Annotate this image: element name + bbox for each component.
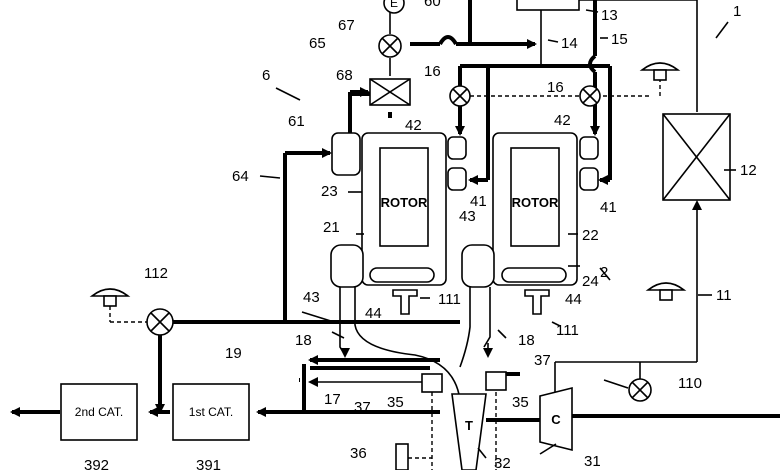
ref-37-left: 37 xyxy=(354,399,371,416)
ref-22: 22 xyxy=(582,227,599,244)
valve-112 xyxy=(146,308,174,336)
ref-11: 11 xyxy=(716,287,732,304)
ref-111-left: 111 xyxy=(438,291,461,308)
ref-37-right: 37 xyxy=(534,352,551,369)
ref-41-left: 41 xyxy=(470,193,487,210)
ref-60: 60 xyxy=(424,0,441,10)
pump-e-label: E xyxy=(390,0,398,10)
ref-41-right: 41 xyxy=(600,199,617,216)
ref-1: 1 xyxy=(733,3,741,20)
reference-numerals: 1 2 6 11 12 13 14 15 16 16 17 18 18 19 2… xyxy=(84,0,757,470)
ref-16-right: 16 xyxy=(547,79,564,96)
ref-35-right: 35 xyxy=(512,394,529,411)
ref-65: 65 xyxy=(309,35,326,52)
ref-42-right: 42 xyxy=(554,112,571,129)
ref-68: 68 xyxy=(336,67,353,84)
ref-61: 61 xyxy=(288,113,305,130)
ref-23: 23 xyxy=(321,183,338,200)
ref-43-left: 43 xyxy=(303,289,320,306)
injector-41-left xyxy=(447,167,467,191)
ref-18-left: 18 xyxy=(295,332,312,349)
ref-44-right: 44 xyxy=(565,291,582,308)
rotor-left-label: ROTOR xyxy=(381,195,428,210)
turbine xyxy=(451,393,487,470)
ref-67: 67 xyxy=(338,17,355,34)
ref-16-left: 16 xyxy=(424,63,441,80)
first-catalyst xyxy=(172,383,250,441)
fuel-tank-13 xyxy=(516,0,580,11)
exhaust-port-right xyxy=(461,244,495,288)
injector-42-left xyxy=(447,136,467,160)
ref-21: 21 xyxy=(323,219,340,236)
actuator-36 xyxy=(395,443,432,470)
ref-18-right: 18 xyxy=(518,332,535,349)
ref-36: 36 xyxy=(350,445,367,462)
first-catalyst-label: 1st CAT. xyxy=(189,405,233,419)
ref-391: 391 xyxy=(196,457,221,470)
rotor-right-label: ROTOR xyxy=(512,195,559,210)
second-catalyst xyxy=(60,383,138,441)
rotor-housing-right: ROTOR xyxy=(492,132,578,286)
ref-42-left: 42 xyxy=(405,117,422,134)
ref-112: 112 xyxy=(144,265,168,282)
ref-17: 17 xyxy=(324,391,341,408)
intercooler xyxy=(662,113,731,201)
ref-43-right: 43 xyxy=(459,208,476,225)
second-catalyst-label: 2nd CAT. xyxy=(75,405,123,419)
compressor-label: C xyxy=(551,412,561,427)
ref-32: 32 xyxy=(494,455,511,470)
ref-392: 392 xyxy=(84,457,109,470)
spark-plug-right xyxy=(524,289,550,315)
pump-e xyxy=(383,0,405,14)
actuator-right xyxy=(645,282,687,301)
ref-14: 14 xyxy=(561,35,578,52)
exhaust-passage xyxy=(339,287,493,401)
ref-19: 19 xyxy=(225,345,242,362)
wastegate-valve-35-left xyxy=(421,373,443,393)
ref-44-left: 44 xyxy=(365,305,382,322)
ref-35-left: 35 xyxy=(387,394,404,411)
tailpipe xyxy=(10,306,440,417)
turbine-label: T xyxy=(465,418,473,433)
compressor xyxy=(539,386,573,452)
ref-64: 64 xyxy=(232,168,249,185)
injector-42-right xyxy=(579,136,599,160)
valve-16-left xyxy=(449,85,471,107)
ref-12: 12 xyxy=(740,162,757,179)
spark-plug-left xyxy=(392,289,418,315)
ref-15: 15 xyxy=(611,31,628,48)
actuator-left xyxy=(89,288,131,307)
wastegate-lines xyxy=(299,355,520,470)
injector-41-right xyxy=(579,167,599,191)
ref-24: 24 xyxy=(582,273,599,290)
valve-110 xyxy=(628,378,652,402)
ref-13: 13 xyxy=(601,7,618,24)
ref-6: 6 xyxy=(262,67,270,84)
ref-111-right: 111 xyxy=(556,322,579,339)
tank-61 xyxy=(331,132,361,176)
valve-67 xyxy=(378,34,402,58)
ref-2: 2 xyxy=(600,264,608,281)
actuator-upper-right xyxy=(639,62,681,81)
ref-31: 31 xyxy=(584,453,601,470)
leader-lines xyxy=(259,9,736,459)
ref-110: 110 xyxy=(678,375,702,392)
valve-16-right xyxy=(579,85,601,107)
rotor-housing-left: ROTOR xyxy=(361,132,447,286)
wastegate-valve-35-right xyxy=(485,371,507,391)
exhaust-port-left xyxy=(330,244,364,288)
